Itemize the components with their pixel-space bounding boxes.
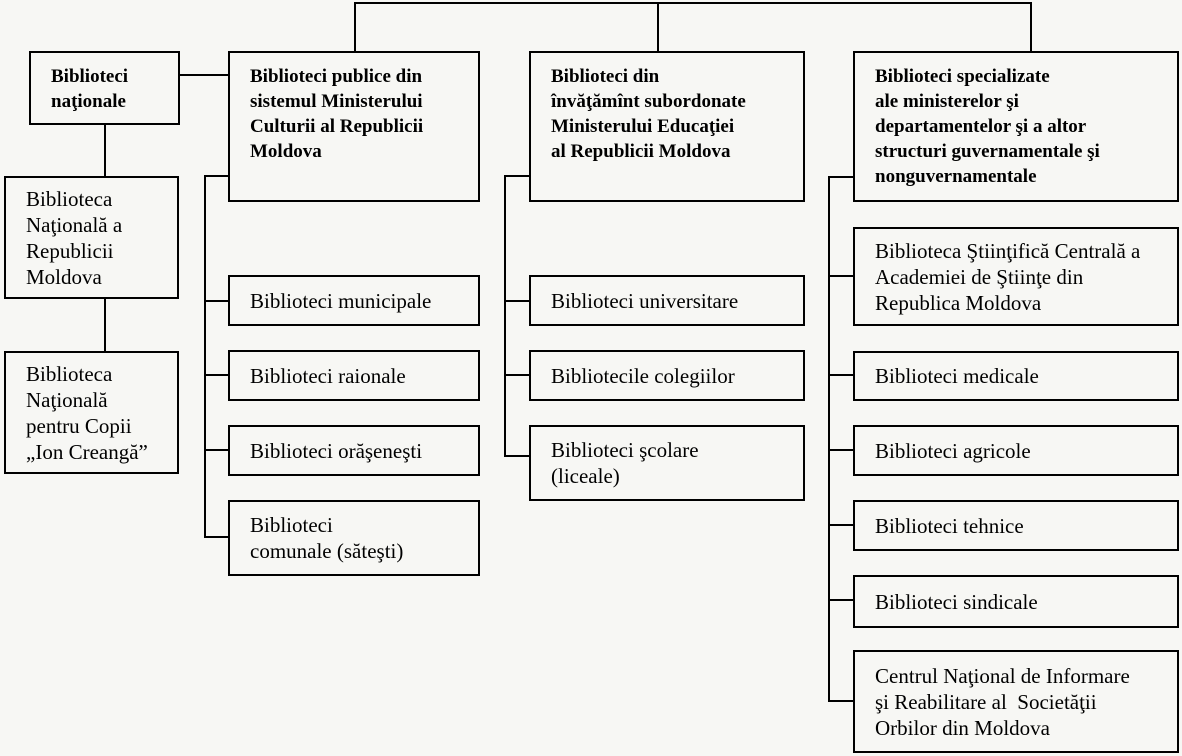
box-biblioteci-sindicale-label: Biblioteci sindicale <box>875 589 1038 614</box>
connector-stub-municipale <box>204 300 230 302</box>
connector-stub-colegii <box>504 374 531 376</box>
box-biblioteci-medicale: Biblioteci medicale <box>853 351 1179 401</box>
connector-specialized-spine <box>828 176 830 702</box>
box-biblioteci-tehnice: Biblioteci tehnice <box>853 500 1179 551</box>
box-biblioteci-specializate-header: Biblioteci specializate ale ministerelor… <box>853 51 1179 202</box>
box-biblioteci-medicale-label: Biblioteci medicale <box>875 364 1039 388</box>
box-biblioteci-nationale-label: Biblioteci naţionale <box>51 66 129 112</box>
box-biblioteci-orasenesti-label: Biblioteci orăşeneşti <box>250 438 423 463</box>
box-biblioteca-nationala-rm: Biblioteca Naţională a Republicii Moldov… <box>4 176 179 299</box>
connector-national-to-public <box>180 74 228 76</box>
box-biblioteca-stiintifica-centrala-label: Biblioteca Ştiinţifică Centrală a Academ… <box>875 238 1141 315</box>
connector-education-spine <box>504 175 506 457</box>
connector-drop-education <box>657 2 659 51</box>
connector-stub-universitare <box>504 300 531 302</box>
connector-top-rail <box>354 2 1032 4</box>
connector-stub-scolare <box>504 455 531 457</box>
connector-drop-public <box>354 2 356 51</box>
connector-stub-stiintifica <box>828 275 855 277</box>
connector-specialized-elbow <box>828 176 855 178</box>
box-bibliotecile-colegiilor: Bibliotecile colegiilor <box>529 350 805 401</box>
connector-stub-orasenesti <box>204 449 230 451</box>
box-centrul-national-orbilor-label: Centrul Naţional de Informare şi Reabili… <box>875 663 1130 740</box>
connector-public-spine <box>204 175 206 538</box>
box-biblioteci-invatamint-header-label: Biblioteci din învăţămînt subordonate Mi… <box>551 66 746 162</box>
connector-stub-sindicale <box>828 599 855 601</box>
connector-stub-tehnice <box>828 524 855 526</box>
box-biblioteca-stiintifica-centrala: Biblioteca Ştiinţifică Centrală a Academ… <box>853 227 1179 326</box>
connector-stub-agricole <box>828 449 855 451</box>
box-biblioteci-comunale: Biblioteci comunale (săteşti) <box>228 500 480 576</box>
box-biblioteci-invatamint-header: Biblioteci din învăţămînt subordonate Mi… <box>529 51 805 202</box>
box-biblioteci-municipale-label: Biblioteci municipale <box>250 288 432 313</box>
box-biblioteci-agricole-label: Biblioteci agricole <box>875 438 1031 463</box>
box-bibliotecile-colegiilor-label: Bibliotecile colegiilor <box>551 363 735 388</box>
box-biblioteci-raionale: Biblioteci raionale <box>228 350 480 401</box>
connector-public-elbow <box>204 175 230 177</box>
connector-education-elbow <box>504 175 531 177</box>
box-biblioteca-copii-ion-creanga: Biblioteca Naţională pentru Copii „Ion C… <box>4 351 179 474</box>
box-biblioteci-scolare-label: Biblioteci şcolare (liceale) <box>551 438 699 488</box>
box-biblioteci-publice-header-label: Biblioteci publice din sistemul Minister… <box>250 66 424 162</box>
box-biblioteci-comunale-label: Biblioteci comunale (săteşti) <box>250 513 404 563</box>
box-biblioteci-tehnice-label: Biblioteci tehnice <box>875 513 1024 538</box>
connector-stub-comunale <box>204 536 230 538</box>
box-biblioteci-scolare: Biblioteci şcolare (liceale) <box>529 425 805 501</box>
connector-stub-raionale <box>204 374 230 376</box>
box-biblioteca-nationala-rm-label: Biblioteca Naţională a Republicii Moldov… <box>26 186 123 289</box>
box-biblioteci-sindicale: Biblioteci sindicale <box>853 575 1179 628</box>
connector-nationallibrary-to-childrenlibrary <box>104 299 106 352</box>
connector-national-to-nationallibrary <box>104 124 106 177</box>
connector-drop-specialized <box>1030 2 1032 51</box>
connector-stub-medicale <box>828 374 855 376</box>
box-biblioteci-raionale-label: Biblioteci raionale <box>250 363 406 388</box>
connector-stub-centrul <box>828 700 855 702</box>
box-biblioteca-copii-ion-creanga-label: Biblioteca Naţională pentru Copii „Ion C… <box>26 361 148 464</box>
box-biblioteci-orasenesti: Biblioteci orăşeneşti <box>228 425 480 476</box>
box-biblioteci-municipale: Biblioteci municipale <box>228 275 480 326</box>
box-biblioteci-nationale: Biblioteci naţionale <box>29 51 180 125</box>
box-biblioteci-specializate-header-label: Biblioteci specializate ale ministerelor… <box>875 66 1100 187</box>
box-biblioteci-universitare: Biblioteci universitare <box>529 275 805 326</box>
box-biblioteci-publice-header: Biblioteci publice din sistemul Minister… <box>228 51 480 202</box>
box-biblioteci-agricole: Biblioteci agricole <box>853 425 1179 476</box>
box-centrul-national-orbilor: Centrul Naţional de Informare şi Reabili… <box>853 650 1179 753</box>
box-biblioteci-universitare-label: Biblioteci universitare <box>551 288 739 313</box>
